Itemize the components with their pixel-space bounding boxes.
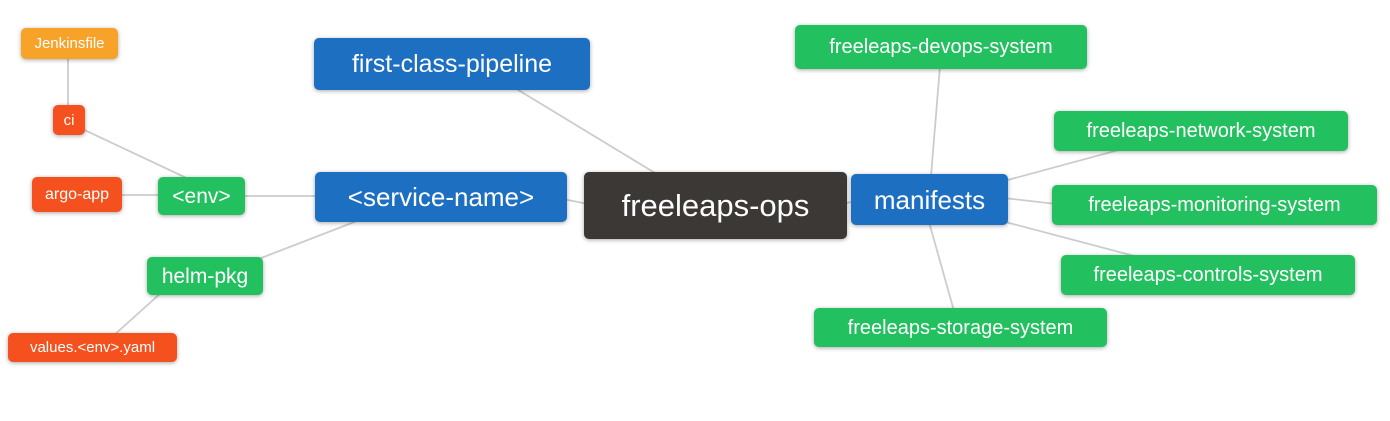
edge-manifests-to-monitoring-system [1003, 197, 1057, 205]
node-manifests[interactable]: manifests [851, 174, 1008, 225]
node-helm-pkg[interactable]: helm-pkg [147, 257, 263, 295]
edge-helm-pkg-to-service-name [255, 218, 363, 261]
edge-manifests-to-storage-system [928, 221, 955, 312]
edge-first-class-pipeline-to-freeleaps-ops [509, 84, 661, 177]
node-freeleaps-ops[interactable]: freeleaps-ops [584, 172, 847, 239]
node-controls-system[interactable]: freeleaps-controls-system [1061, 255, 1355, 295]
node-values-env-yaml[interactable]: values.<env>.yaml [8, 333, 177, 362]
node-ci[interactable]: ci [53, 105, 85, 135]
node-env[interactable]: <env> [158, 177, 245, 215]
edge-values-env-yaml-to-helm-pkg [112, 291, 163, 337]
node-jenkinsfile[interactable]: Jenkinsfile [21, 28, 118, 59]
node-devops-system[interactable]: freeleaps-devops-system [795, 25, 1087, 69]
node-argo-app[interactable]: argo-app [32, 177, 122, 212]
node-storage-system[interactable]: freeleaps-storage-system [814, 308, 1107, 347]
node-network-system[interactable]: freeleaps-network-system [1054, 111, 1348, 151]
edge-manifests-to-devops-system [930, 65, 941, 177]
edge-ci-to-env [75, 125, 196, 183]
edge-manifests-to-controls-system [997, 219, 1143, 259]
edge-manifests-to-network-system [1003, 147, 1127, 182]
edge-service-name-to-freeleaps-ops [562, 198, 589, 205]
node-service-name[interactable]: <service-name> [315, 172, 567, 222]
node-first-class-pipeline[interactable]: first-class-pipeline [314, 38, 590, 90]
node-monitoring-system[interactable]: freeleaps-monitoring-system [1052, 185, 1377, 225]
